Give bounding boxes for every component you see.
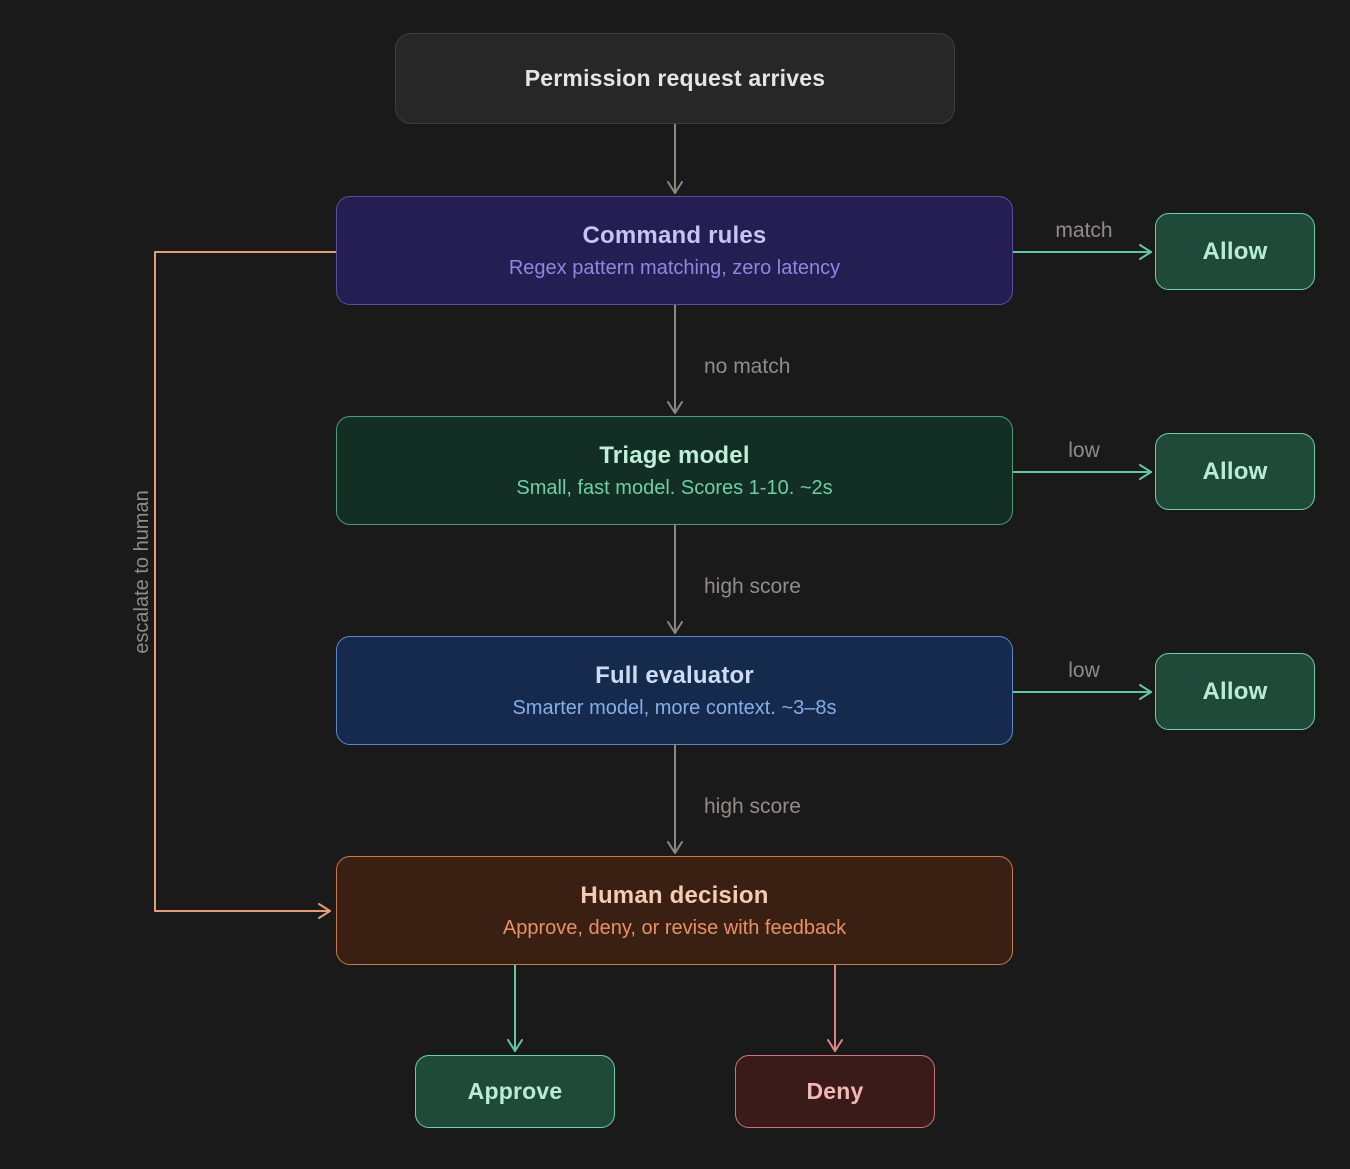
arrow-triage-to-allow — [1013, 465, 1151, 479]
node-subtitle: Small, fast model. Scores 1-10. ~2s — [516, 476, 833, 499]
node-title: Deny — [806, 1078, 864, 1104]
arrow-human-to-approve — [508, 965, 522, 1051]
node-allow-command: Allow — [1155, 213, 1315, 290]
node-title: Allow — [1202, 677, 1268, 705]
node-title: Triage model — [599, 441, 750, 469]
node-title: Approve — [467, 1078, 563, 1104]
edge-label-match: match — [1055, 219, 1113, 242]
edge-label-high-score-triage: high score — [704, 575, 801, 598]
arrow-evaluator-to-human — [668, 745, 682, 853]
edge-label-low-triage: low — [1068, 439, 1100, 462]
node-allow-triage: Allow — [1155, 433, 1315, 510]
node-subtitle: Regex pattern matching, zero latency — [508, 256, 841, 279]
node-triage-model: Triage model Small, fast model. Scores 1… — [336, 416, 1013, 525]
edge-label-high-score-evaluator: high score — [704, 795, 801, 818]
node-title: Allow — [1202, 457, 1268, 485]
edge-label-no-match: no match — [704, 355, 791, 378]
node-title: Allow — [1202, 237, 1268, 265]
edge-label-escalate-to-human: escalate to human — [131, 490, 153, 654]
node-approve: Approve — [415, 1055, 615, 1128]
node-subtitle: Approve, deny, or revise with feedback — [502, 916, 847, 939]
arrow-permission-to-command — [668, 124, 682, 193]
arrow-command-to-allow — [1013, 245, 1151, 259]
arrow-triage-to-evaluator — [668, 525, 682, 633]
node-title: Full evaluator — [595, 661, 754, 689]
arrow-escalate-to-human — [155, 252, 336, 918]
node-deny: Deny — [735, 1055, 935, 1128]
node-title: Human decision — [580, 881, 769, 909]
arrow-human-to-deny — [828, 965, 842, 1051]
arrow-command-to-triage — [668, 305, 682, 413]
edge-label-low-evaluator: low — [1068, 659, 1100, 682]
arrow-evaluator-to-allow — [1013, 685, 1151, 699]
node-title: Command rules — [582, 221, 767, 249]
node-permission-request: Permission request arrives — [395, 33, 955, 124]
node-command-rules: Command rules Regex pattern matching, ze… — [336, 196, 1013, 305]
node-title: Permission request arrives — [524, 65, 826, 91]
node-full-evaluator: Full evaluator Smarter model, more conte… — [336, 636, 1013, 745]
node-allow-evaluator: Allow — [1155, 653, 1315, 730]
node-subtitle: Smarter model, more context. ~3–8s — [512, 696, 837, 719]
node-human-decision: Human decision Approve, deny, or revise … — [336, 856, 1013, 965]
